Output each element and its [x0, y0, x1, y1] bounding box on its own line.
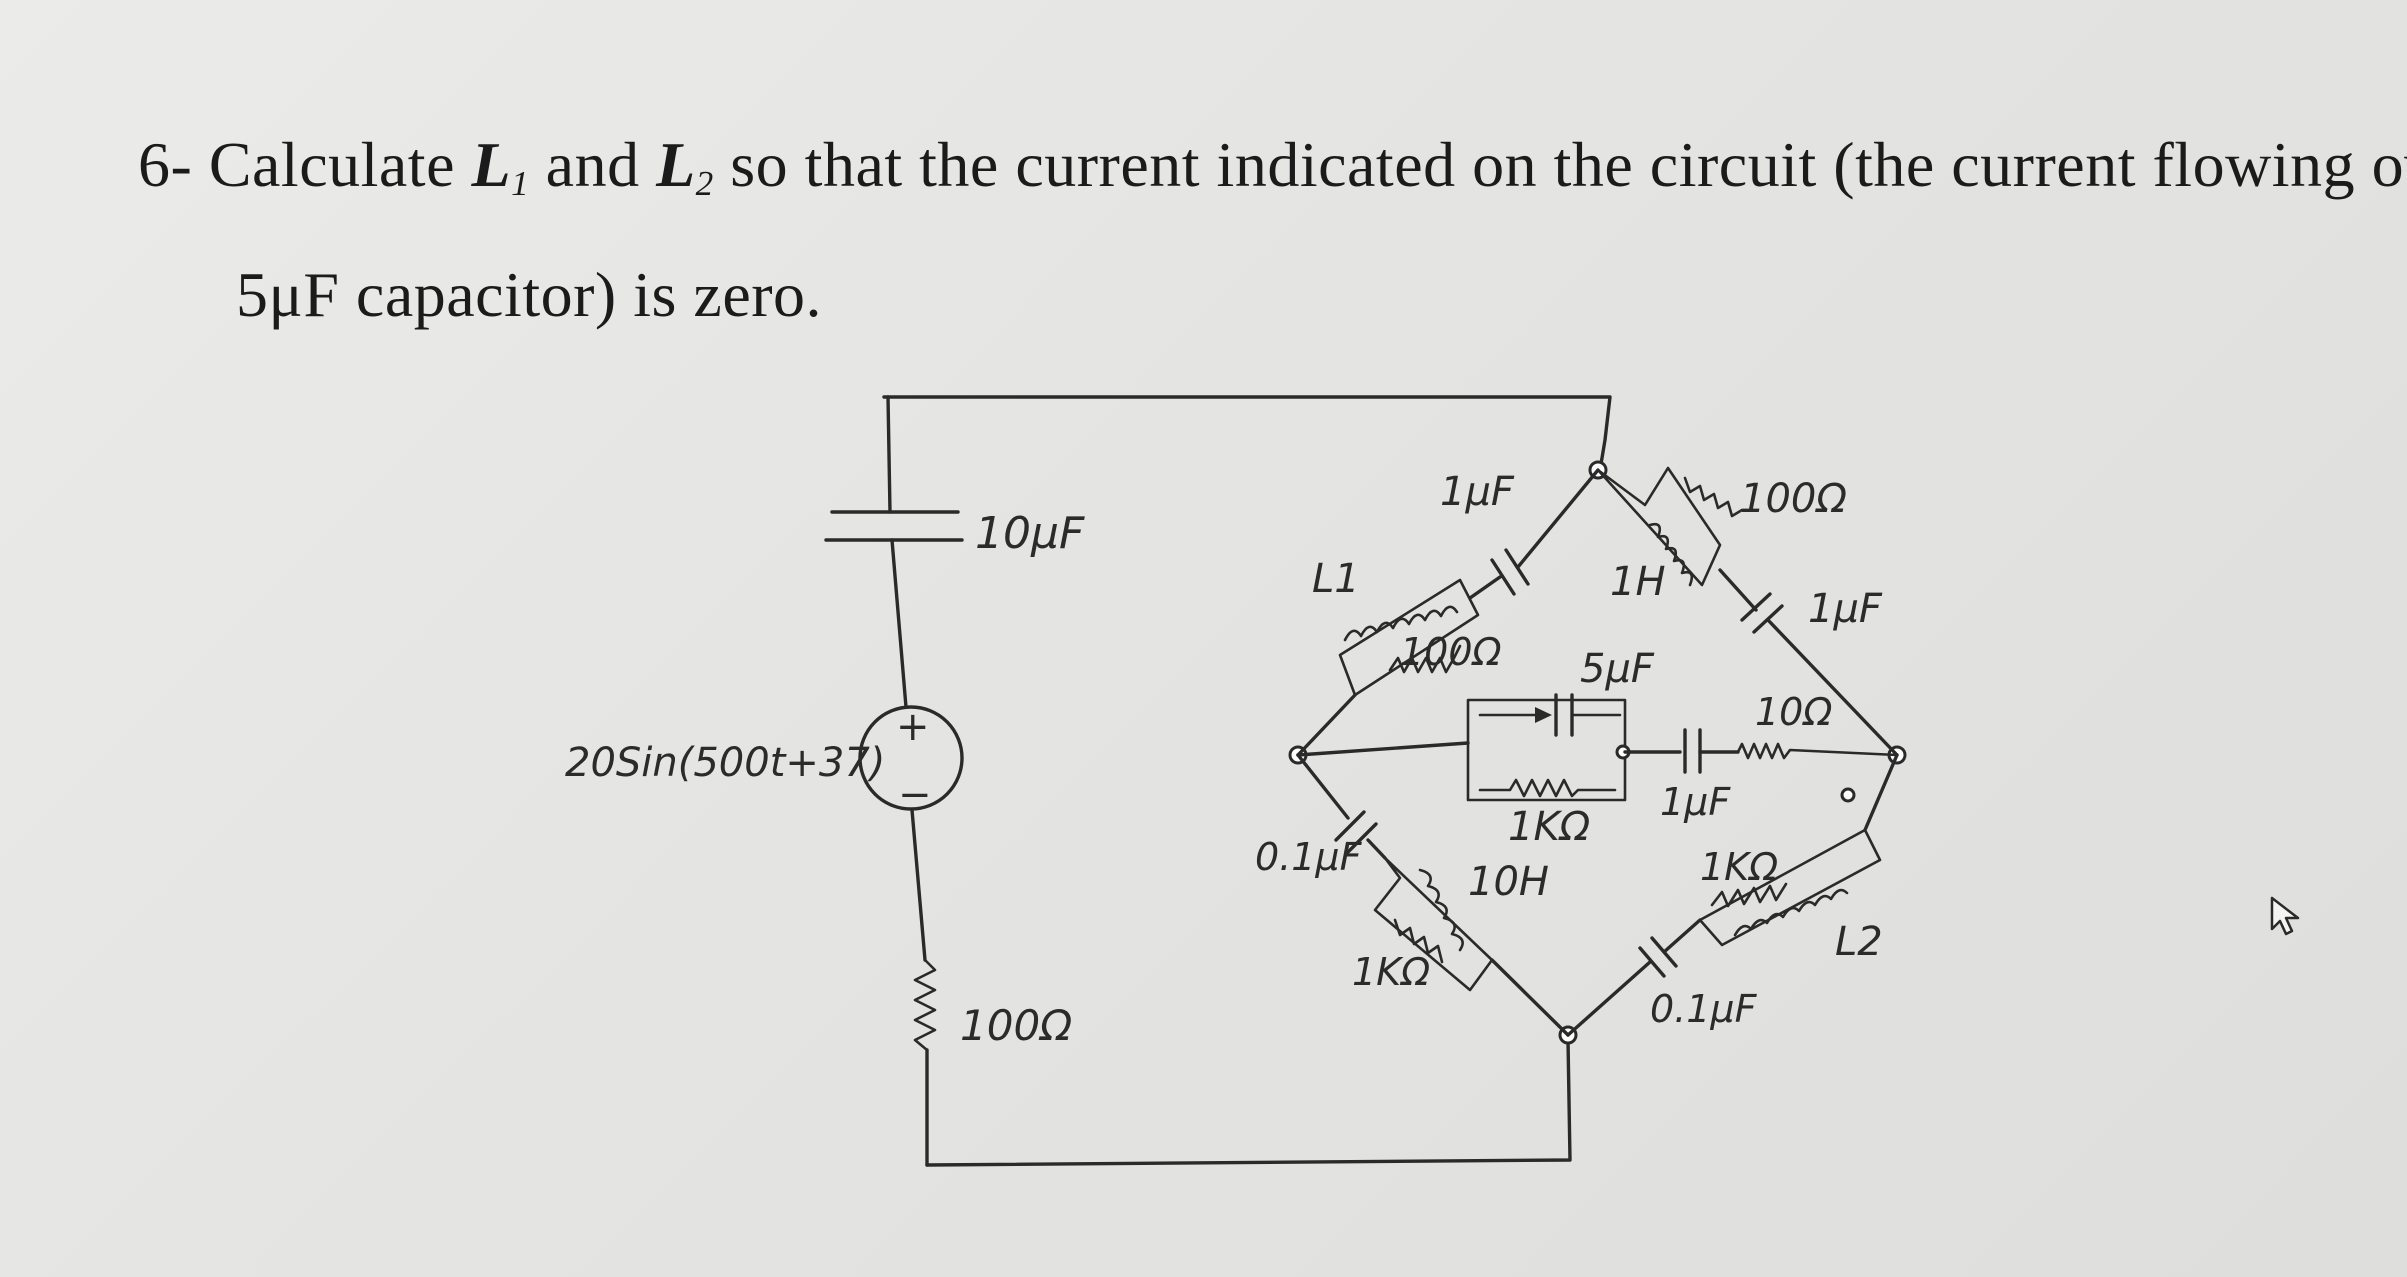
middle-capacitor-symbol [1683, 728, 1702, 774]
source-plus-sign: + [896, 704, 930, 750]
lower-right-capacitor-symbol [1638, 936, 1678, 978]
lower-right-branch: 1KΩ 0.1μF L2 [1566, 753, 1899, 1037]
mouse-pointer-icon [2270, 896, 2300, 936]
label-lower-left-capacitor: 0.1μF [1255, 835, 1363, 879]
upper-right-inductor-symbol [1648, 522, 1694, 587]
measured-capacitor-symbol [1478, 693, 1622, 737]
question-line-2: 5μF capacitor) is zero. [236, 259, 823, 330]
top-wire [882, 395, 1612, 472]
upper-right-branch: 100Ω 1H 1μF [1596, 466, 1899, 757]
source-loop: + − 10μF 20Sin(500t+37) 100Ω [565, 395, 1612, 1167]
lower-left-branch: 0.1μF 10H 1KΩ [1255, 753, 1570, 1037]
label-middle-resistor: 1KΩ [1508, 804, 1591, 850]
label-source: 20Sin(500t+37) [565, 740, 885, 786]
lower-left-resistor-symbol [1393, 918, 1444, 964]
left-wire-mid [890, 538, 908, 709]
upper-right-resistor-symbol [1683, 476, 1744, 518]
upper-left-branch: L1 1μF 100Ω [1296, 468, 1600, 757]
question-line-1: 6- Calculate L1 and L2 so that the curre… [138, 128, 2407, 204]
label-upper-left-resistor: 100Ω [1400, 630, 1502, 674]
L2-inductor-symbol [1733, 888, 1849, 937]
upper-left-capacitor-symbol [1490, 548, 1530, 596]
bottom-wire [925, 1038, 1572, 1167]
label-lower-right-resistor: 1KΩ [1700, 845, 1778, 889]
variable-L1: L1 [471, 129, 530, 203]
label-source-capacitor: 10μF [975, 508, 1085, 559]
source-capacitor-symbol [824, 510, 964, 542]
question-and: and [545, 129, 640, 200]
label-lower-right-capacitor: 0.1μF [1650, 987, 1758, 1031]
label-upper-left-capacitor: 1μF [1440, 469, 1515, 515]
label-lower-left-resistor: 1KΩ [1352, 950, 1430, 994]
left-wire-low [910, 808, 927, 962]
middle-small-resistor-symbol [1736, 742, 1899, 760]
L1-inductor-symbol [1343, 605, 1459, 642]
left-wire-top [886, 395, 892, 514]
question-text-end: so that the current indicated on the cir… [730, 129, 2407, 200]
source-minus-sign: − [898, 772, 932, 818]
label-middle-small-resistor: 10Ω [1755, 690, 1832, 734]
question-text-start: Calculate [208, 129, 455, 200]
upper-left-resistor-symbol [1388, 644, 1462, 674]
label-upper-right-capacitor: 1μF [1808, 586, 1883, 632]
bridge-network: L1 1μF 100Ω 100Ω 1H 1μF [1255, 460, 1907, 1045]
label-source-resistor: 100Ω [960, 1001, 1072, 1050]
label-L2: L2 [1835, 919, 1883, 965]
label-lower-left-inductor: 10H [1468, 859, 1549, 905]
lower-right-resistor-symbol [1710, 882, 1788, 908]
middle-resistor-symbol [1478, 778, 1617, 798]
question-number: 6- [138, 129, 193, 200]
node-lower-right [1840, 787, 1856, 803]
source-resistor-symbol [913, 958, 937, 1052]
label-L1: L1 [1312, 556, 1360, 602]
middle-branch: 5μF 1KΩ 1μF 10Ω [1296, 646, 1899, 850]
lower-left-capacitor-symbol [1334, 810, 1378, 854]
label-upper-right-inductor: 1H [1610, 559, 1666, 605]
label-upper-right-resistor: 100Ω [1740, 476, 1847, 522]
label-measured-capacitor: 5μF [1580, 646, 1655, 692]
lower-left-inductor-symbol [1418, 868, 1464, 952]
variable-L2: L2 [656, 129, 714, 203]
label-middle-capacitor: 1μF [1660, 780, 1731, 824]
